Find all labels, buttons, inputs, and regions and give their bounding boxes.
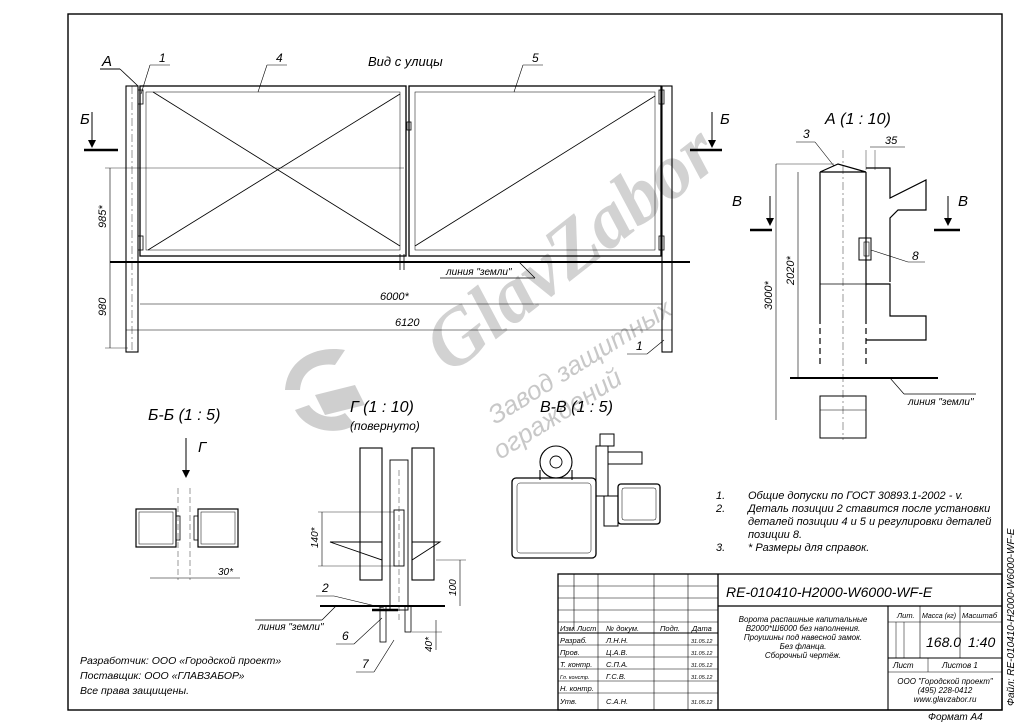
tb-header-date: Дата — [691, 624, 712, 633]
callout-7: 7 — [362, 657, 370, 671]
callout-8: 8 — [912, 249, 919, 263]
tb-sheet-label: Лист — [892, 661, 914, 670]
section-g: Г (1 : 10) (повернуто) 140* 100 40* 2 6 … — [255, 399, 466, 673]
drawing-code: RE-010410-H2000-W6000-WF-E — [726, 584, 933, 600]
callout-5: 5 — [532, 51, 539, 65]
dim-30: 30* — [218, 567, 234, 578]
tb-date-2: 31.05.12 — [691, 651, 712, 657]
section-g-subtitle: (повернуто) — [350, 419, 420, 433]
tb-header-list: Лист — [576, 624, 596, 633]
tb-desc-5: Сборочный чертёж. — [765, 651, 841, 660]
tb-role-3: Т. контр. — [560, 660, 592, 669]
dim-40: 40* — [424, 636, 435, 652]
note-2-text: Деталь позиции 2 ставится после установк… — [746, 503, 990, 515]
file-label: Файл: RE-010410-H2000-W6000-WF-E — [1006, 528, 1017, 706]
section-mark-v-right: В — [958, 193, 968, 210]
tb-role-4: Гл. констр. — [560, 675, 589, 681]
tb-name-1: Л.Н.Н. — [605, 636, 628, 645]
section-vv-title: В-В (1 : 5) — [540, 399, 613, 416]
view-label: Вид с улицы — [368, 54, 443, 69]
callout-4: 4 — [276, 51, 283, 65]
tb-desc-4: Без фланца. — [780, 642, 827, 651]
tb-desc-2: В2000*Ш6000 без наполнения. — [746, 624, 861, 633]
dim-2020: 2020* — [785, 256, 797, 286]
tb-role-6: Утв. — [559, 697, 577, 706]
tb-desc-3: Проушины под навесной замок. — [744, 633, 862, 642]
tb-date-1: 31.05.12 — [691, 639, 712, 645]
ground-line-label-detail: линия "земли" — [907, 397, 974, 408]
dim-140: 140* — [310, 526, 321, 548]
dim-35: 35 — [885, 135, 898, 147]
ground-line-label-g: линия "земли" — [257, 622, 324, 633]
dim-985: 985* — [97, 205, 109, 228]
tb-date-3: 31.05.12 — [691, 663, 712, 669]
footer-rights: Все права защищены. — [80, 685, 189, 697]
footer-credits: Разработчик: ООО «Городской проект» Пост… — [80, 655, 281, 697]
section-mark-v-left: В — [732, 193, 742, 210]
ground-line-label-main: линия "земли" — [445, 267, 512, 278]
section-bb-title: Б-Б (1 : 5) — [148, 407, 220, 424]
note-3-text: * Размеры для справок. — [748, 542, 869, 554]
tb-name-4: Г.С.В. — [606, 672, 626, 681]
tb-sheets-label: Листов 1 — [941, 661, 978, 670]
note-3-num: 3. — [716, 542, 725, 554]
tb-company-2: (495) 228-0412 — [918, 686, 973, 695]
section-bb: Б-Б (1 : 5) Г 30* — [135, 407, 240, 580]
tb-header-izm: Изм. — [560, 624, 576, 633]
callout-2: 2 — [321, 581, 329, 595]
tb-role-5: Н. контр. — [560, 684, 594, 693]
section-mark-a: А — [101, 53, 112, 70]
tb-desc-1: Ворота распашные капитальные — [739, 615, 868, 624]
callout-3: 3 — [803, 127, 810, 141]
section-mark-b-right: Б — [720, 111, 730, 128]
tb-header-sign: Подп. — [660, 624, 680, 633]
callout-1-bottom: 1 — [636, 339, 643, 353]
sheet-frame — [67, 13, 1003, 711]
dim-980: 980 — [97, 297, 109, 316]
tb-mass-label: Масса (кг) — [922, 613, 956, 620]
tb-mass-value: 168.0 — [926, 634, 961, 650]
dim-100: 100 — [448, 579, 459, 596]
tb-scale-value: 1:40 — [968, 634, 995, 650]
tb-header-doc: № докум. — [606, 624, 639, 633]
tb-company-3: www.glavzabor.ru — [914, 695, 977, 704]
detail-a: А (1 : 10) 3 35 3000* 2020* линия "земли — [732, 111, 976, 440]
watermark-logo-icon — [285, 349, 365, 431]
dim-6120: 6120 — [395, 317, 420, 329]
callout-1-top: 1 — [159, 51, 166, 65]
gate-front-view: Вид с улицы А линия "земли" 985* — [80, 51, 730, 355]
note-2b-text: деталей позиции 4 и 5 и регулировки дета… — [748, 516, 991, 528]
dim-3000: 3000* — [763, 281, 775, 310]
tb-scale-label: Масштаб — [962, 611, 998, 620]
format-label: Формат А4 — [928, 712, 983, 723]
footer-developer: Разработчик: ООО «Городской проект» — [80, 655, 281, 667]
note-1-num: 1. — [716, 490, 725, 502]
tb-company-1: ООО "Городской проект" — [897, 677, 994, 686]
tb-lit-label: Лит. — [896, 611, 915, 620]
tb-role-2: Пров. — [560, 648, 580, 657]
tb-date-6: 31.05.12 — [691, 700, 712, 706]
tb-date-4: 31.05.12 — [691, 675, 712, 681]
section-mark-b-left: Б — [80, 111, 90, 128]
tb-role-1: Разраб. — [560, 636, 587, 645]
tb-name-2: Ц.А.В. — [606, 648, 628, 657]
detail-a-title: А (1 : 10) — [824, 111, 891, 128]
tb-name-6: С.А.Н. — [606, 697, 628, 706]
callout-6: 6 — [342, 629, 349, 643]
footer-supplier: Поставщик: ООО «ГЛАВЗАБОР» — [80, 670, 245, 682]
note-2-num: 2. — [715, 503, 725, 515]
dim-6000: 6000* — [380, 291, 409, 303]
section-mark-g: Г — [198, 439, 208, 456]
tb-name-3: С.П.А. — [606, 660, 628, 669]
note-1-text: Общие допуски по ГОСТ 30893.1-2002 - v. — [748, 490, 963, 502]
notes: 1. Общие допуски по ГОСТ 30893.1-2002 - … — [715, 490, 991, 554]
section-g-title: Г (1 : 10) — [350, 399, 414, 416]
section-vv: В-В (1 : 5) — [511, 399, 661, 559]
note-2c-text: позиции 8. — [748, 529, 802, 541]
title-block: RE-010410-H2000-W6000-WF-E Изм. Лист № д… — [557, 573, 1003, 711]
